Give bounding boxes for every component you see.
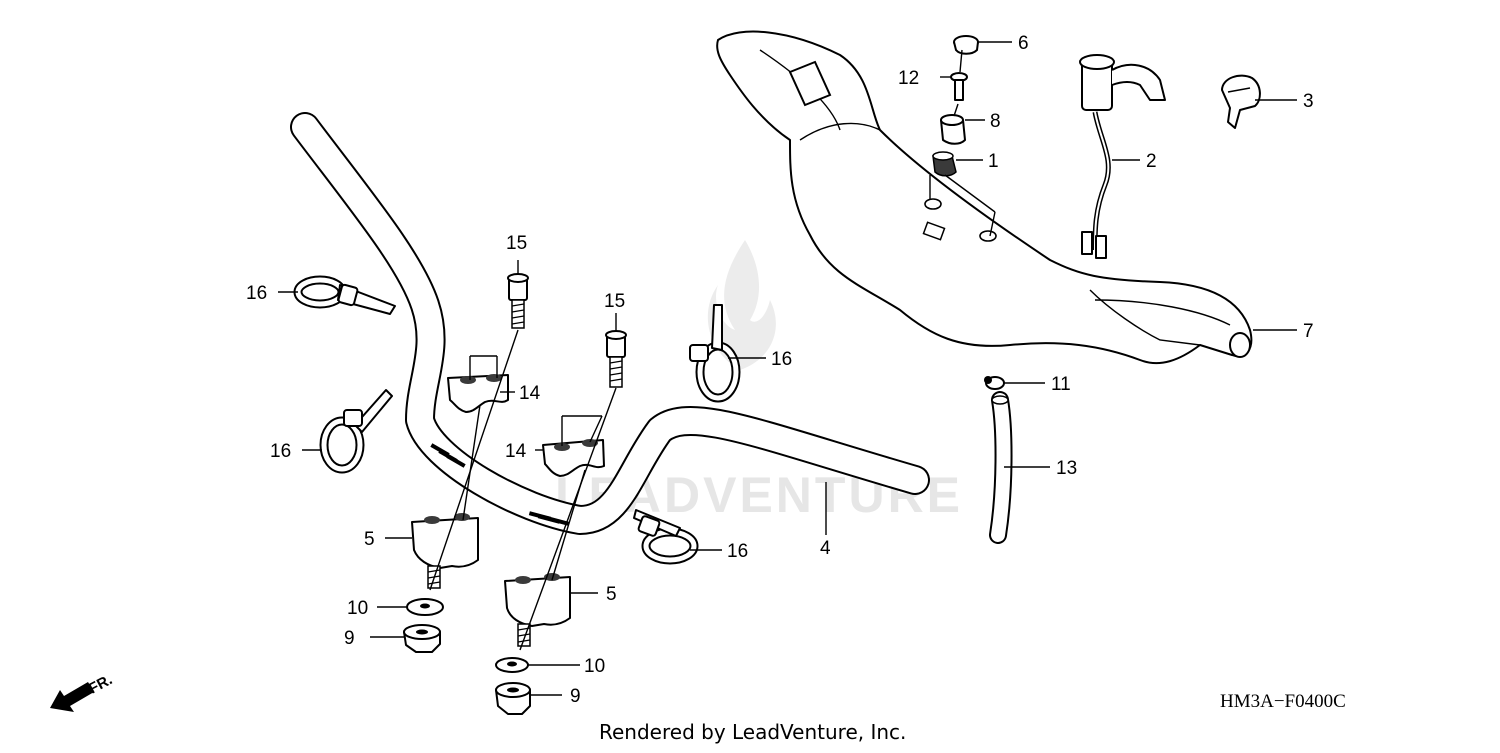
- callout-2: 2: [1146, 151, 1157, 172]
- ignition-switch: [1079, 54, 1166, 259]
- callout-15-right: 15: [604, 291, 625, 312]
- nut-9-left: [403, 624, 441, 653]
- callout-12: 12: [898, 68, 919, 89]
- screw-12: [950, 72, 968, 101]
- hose-13: [989, 391, 1013, 544]
- upper-holder-14-right: [542, 439, 605, 477]
- callout-7: 7: [1303, 321, 1314, 342]
- callout-16-top-left: 16: [246, 283, 267, 304]
- handlebar-upper-cover: [716, 30, 1253, 365]
- ignition-key: [1221, 74, 1261, 129]
- callout-5-left: 5: [364, 529, 375, 550]
- front-direction-arrow: FR.: [50, 671, 115, 712]
- callout-16-bottom: 16: [727, 541, 748, 562]
- bolt-15-right: [605, 330, 627, 388]
- lower-holder-5-left: [411, 513, 479, 589]
- leader-lines: [278, 41, 1297, 696]
- callout-16-center: 16: [771, 349, 792, 370]
- callout-8: 8: [990, 111, 1001, 132]
- callout-5-right: 5: [606, 584, 617, 605]
- lower-holder-5-right: [504, 573, 571, 647]
- bolt-15-left: [507, 273, 529, 329]
- callout-4: 4: [820, 538, 831, 559]
- callout-10-right: 10: [584, 656, 605, 677]
- grommet-1: [932, 151, 957, 177]
- reference-lines: [429, 49, 996, 651]
- callout-labels: 6 12 8 1 2 3 7 11 13 4 16 16 16 16 14 14…: [246, 33, 1314, 707]
- callout-14-left: 14: [519, 383, 541, 404]
- callout-3: 3: [1303, 91, 1314, 112]
- callout-10-left: 10: [347, 598, 368, 619]
- callout-14-right: 14: [505, 441, 527, 462]
- upper-holder-14-left: [447, 374, 509, 413]
- callout-9-right: 9: [570, 686, 581, 707]
- band-clamp-16-center: [689, 304, 741, 403]
- band-clamp-16-mid-left: [319, 389, 393, 474]
- clip-11: [984, 376, 1005, 390]
- washer-10-left: [406, 598, 444, 616]
- callout-16-mid-left: 16: [270, 441, 291, 462]
- nut-9-right: [495, 682, 531, 715]
- callout-1: 1: [988, 151, 999, 172]
- footer-credit: Rendered by LeadVenture, Inc.: [599, 720, 906, 744]
- handlebar: [290, 112, 930, 535]
- band-clamp-16-top-left: [293, 275, 396, 315]
- callout-11: 11: [1051, 374, 1071, 395]
- callout-6: 6: [1018, 33, 1029, 54]
- cap-6: [953, 35, 979, 55]
- collar-8: [940, 114, 966, 145]
- band-clamp-16-bottom: [633, 509, 699, 565]
- callout-9-left: 9: [344, 628, 355, 649]
- callout-13: 13: [1056, 458, 1077, 479]
- drawing-code: HM3A−F0400C: [1220, 691, 1346, 712]
- callout-15-left: 15: [506, 233, 527, 254]
- washer-10-right: [495, 657, 529, 673]
- arrow-left-icon: [50, 682, 94, 712]
